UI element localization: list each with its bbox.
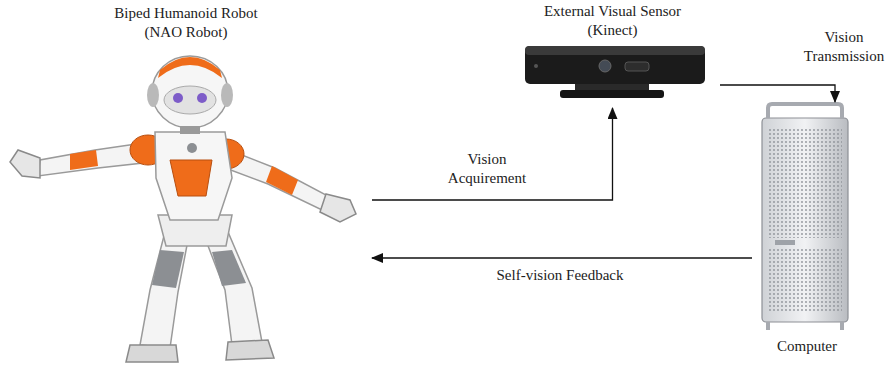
computer-tower: [762, 104, 848, 330]
computer-node: Computer: [752, 102, 862, 360]
robot-node: Biped Humanoid Robot (NAO Robot): [0, 0, 372, 370]
node-label: Biped Humanoid Robot (NAO Robot): [96, 4, 276, 42]
node-label: Computer: [757, 337, 857, 356]
sensor-node: External Visual Sensor (Kinect): [505, 0, 720, 108]
node-label: External Visual Sensor (Kinect): [528, 2, 698, 40]
edge-label: Vision Transmission: [799, 28, 889, 66]
arrow-connector: [372, 108, 613, 200]
arrow-connector: [720, 85, 835, 102]
edge-label: Vision Acquirement: [431, 150, 543, 188]
edge-label: Self-vision Feedback: [470, 266, 650, 285]
arrow-connector: [372, 257, 752, 258]
nao-robot: [10, 56, 356, 362]
kinect-sensor: [525, 46, 705, 98]
